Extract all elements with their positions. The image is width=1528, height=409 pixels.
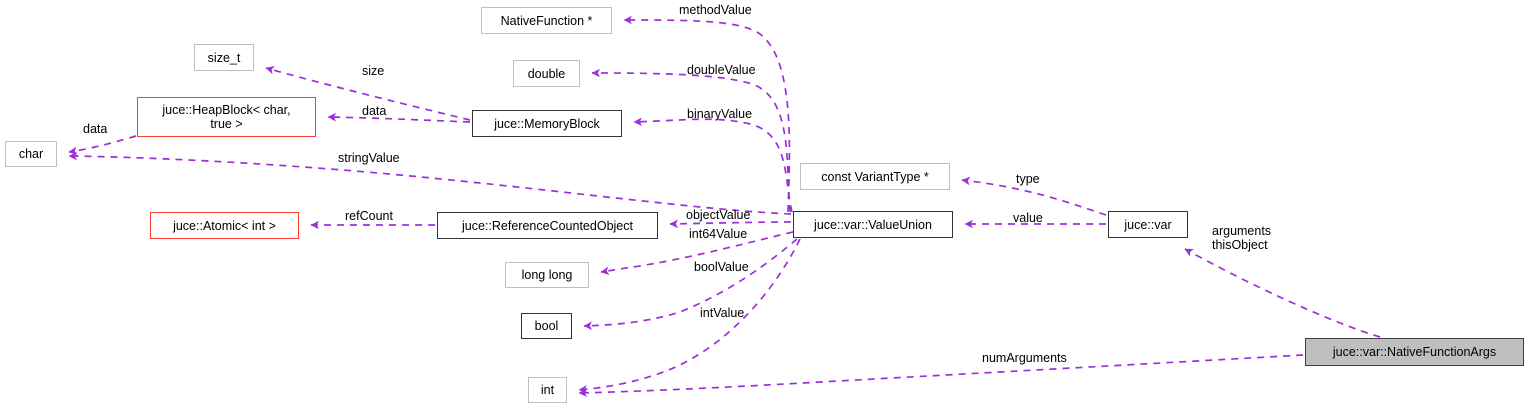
edge-label-data-memoryblock: data	[362, 104, 387, 118]
node-size-t[interactable]: size_t	[194, 44, 254, 71]
node-juce-memoryblock[interactable]: juce::MemoryBlock	[472, 110, 622, 137]
edge-label-value: value	[1013, 211, 1043, 225]
edge-intValue	[578, 238, 801, 394]
edge-label-refCount: refCount	[345, 209, 393, 223]
edge-boolValue	[583, 238, 798, 331]
node-const-varianttype-ptr[interactable]: const VariantType *	[800, 163, 950, 190]
edge-label-type: type	[1016, 172, 1040, 186]
node-juce-referencecountedobject[interactable]: juce::ReferenceCountedObject	[437, 212, 658, 239]
edge-type	[961, 176, 1107, 216]
edge-label-size: size	[362, 64, 385, 78]
edge-label-doubleValue: doubleValue	[687, 63, 756, 77]
edge-label-arguments-thisObject: arguments thisObject	[1212, 224, 1272, 252]
edge-label-data-heapblock: data	[83, 122, 108, 136]
node-juce-heapblock-char-true[interactable]: juce::HeapBlock< char, true >	[137, 97, 316, 137]
node-double[interactable]: double	[513, 60, 580, 87]
edge-objectValue	[669, 219, 792, 229]
edge-label-intValue: intValue	[700, 306, 745, 320]
edge-stringValue	[68, 151, 792, 215]
edge-int64Value	[600, 231, 794, 276]
edge-size	[265, 66, 471, 121]
edge-label-methodValue: methodValue	[679, 3, 752, 17]
edge-arguments-thisObject	[1184, 248, 1381, 338]
node-bool[interactable]: bool	[521, 313, 572, 339]
node-juce-var-nativefunctionargs[interactable]: juce::var::NativeFunctionArgs	[1305, 338, 1524, 366]
node-juce-var-valueunion[interactable]: juce::var::ValueUnion	[793, 211, 953, 238]
node-juce-var[interactable]: juce::var	[1108, 211, 1188, 238]
edge-label-numArguments: numArguments	[982, 351, 1067, 365]
edge-binaryValue	[633, 117, 793, 213]
edge-label-binaryValue: binaryValue	[687, 107, 753, 121]
node-juce-atomic-int[interactable]: juce::Atomic< int >	[150, 212, 299, 239]
edge-doubleValue	[591, 68, 791, 213]
edge-data-heapblock	[68, 135, 137, 156]
node-char[interactable]: char	[5, 141, 57, 167]
edge-methodValue	[623, 15, 791, 213]
edge-label-stringValue: stringValue	[338, 151, 400, 165]
edge-label-boolValue: boolValue	[694, 260, 749, 274]
edge-label-int64Value: int64Value	[689, 227, 748, 241]
node-native-function-ptr[interactable]: NativeFunction *	[481, 7, 612, 34]
edge-data-memoryblock	[327, 112, 471, 123]
node-int[interactable]: int	[528, 377, 567, 403]
edge-numArguments	[578, 354, 1304, 398]
node-long-long[interactable]: long long	[505, 262, 589, 288]
edge-label-objectValue: objectValue	[686, 208, 751, 222]
